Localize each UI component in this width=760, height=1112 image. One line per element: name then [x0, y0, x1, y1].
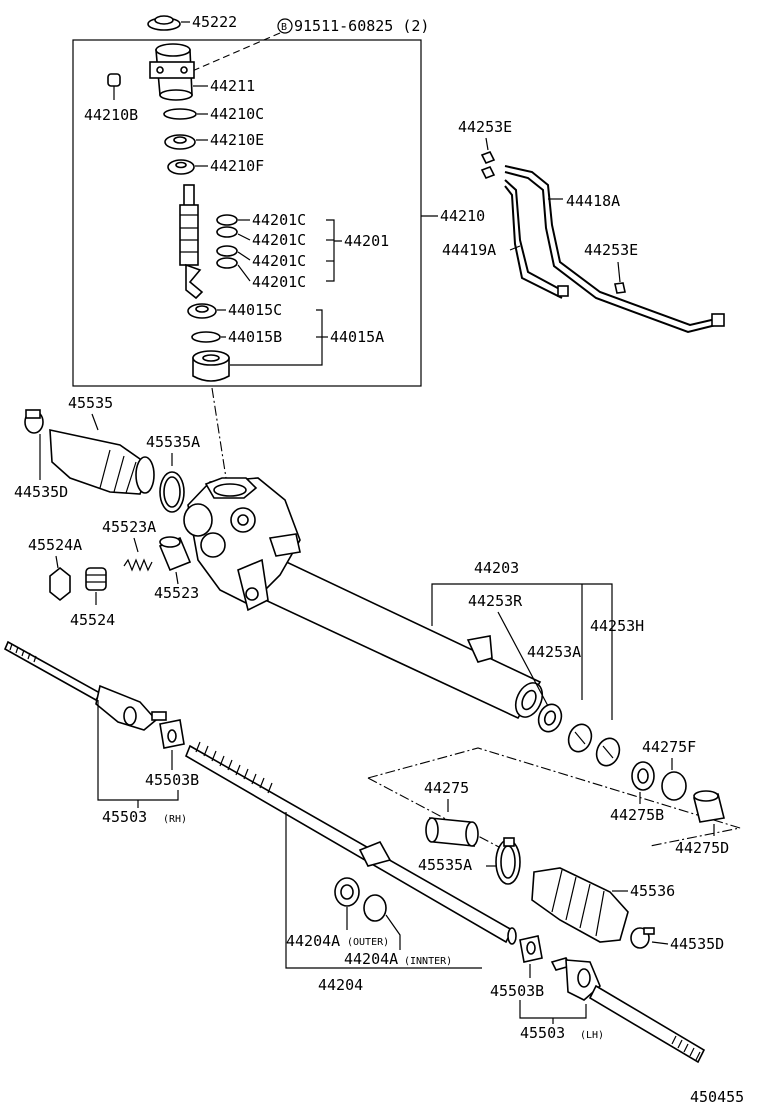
label-44201C-2: 44201C [252, 231, 306, 249]
boot-45535 [49, 428, 155, 495]
tie-rod-end-rh [3, 640, 167, 731]
label-45535: 45535 [68, 394, 113, 412]
label-44204A-outer: 44204A [286, 932, 340, 950]
oil-seal-44015C [187, 303, 217, 319]
seal-44275B [631, 761, 655, 791]
label-44210: 44210 [440, 207, 485, 225]
label-bolt-note: 91511-60825 (2) [294, 17, 429, 35]
label-44253H: 44253H [590, 617, 644, 635]
bearing-44210E [164, 134, 196, 150]
label-outer-note: (OUTER) [347, 937, 389, 948]
boot-45536 [531, 867, 629, 943]
steering-rack-44204 [185, 741, 517, 945]
clamp-44253E-lower [614, 282, 626, 294]
label-45503B-1: 45503B [145, 771, 199, 789]
label-44419A: 44419A [442, 241, 496, 259]
label-inner-note: (INNTER) [404, 956, 452, 967]
adjuster-45524 [85, 567, 107, 591]
label-44201C-4: 44201C [252, 273, 306, 291]
spring-45523A [123, 558, 153, 572]
label-44204: 44204 [318, 976, 363, 994]
label-44210F: 44210F [210, 157, 264, 175]
label-44201C-1: 44201C [252, 211, 306, 229]
label-45536: 45536 [630, 882, 675, 900]
label-44204A-inner: 44204A [344, 950, 398, 968]
label-45523A: 45523A [102, 518, 156, 536]
label-44201: 44201 [344, 232, 389, 250]
valve-assembly-frame [72, 39, 422, 387]
label-44015B: 44015B [228, 328, 282, 346]
seal-44253R [537, 703, 563, 733]
label-45535A-2: 45535A [418, 856, 472, 874]
bearing-cap-44015A [192, 350, 230, 382]
tube-fitting-right [711, 313, 725, 327]
label-lh-note: (LH) [580, 1030, 604, 1041]
dust-cap-45222 [147, 15, 181, 31]
rack-guide-45523 [158, 536, 192, 572]
label-rh-note: (RH) [163, 814, 187, 825]
tube-fitting-lower [557, 285, 569, 297]
rack-housing-44203 [216, 538, 544, 720]
label-44015A: 44015A [330, 328, 384, 346]
plug-44210B [107, 73, 121, 100]
label-45222: 45222 [192, 13, 237, 31]
oring-44015B [191, 331, 221, 343]
seal-44275F [661, 771, 687, 801]
label-44418A: 44418A [566, 192, 620, 210]
control-valve-shaft [179, 184, 204, 300]
clamp-45535A-right [495, 837, 521, 885]
label-45524A: 45524A [28, 536, 82, 554]
label-44253R: 44253R [468, 592, 523, 610]
gear-housing [183, 477, 301, 612]
label-44275D: 44275D [675, 839, 729, 857]
label-44203: 44203 [474, 559, 519, 577]
oring-44210C [163, 108, 197, 120]
locknut-45524A [49, 566, 71, 602]
label-44201C-3: 44201C [252, 252, 306, 270]
bushing-44204A-outer [334, 877, 360, 907]
bushing-44204A-inner [363, 894, 387, 922]
rack-bushing-group-frame [367, 747, 741, 847]
label-44275: 44275 [424, 779, 469, 797]
label-44210E: 44210E [210, 131, 264, 149]
figure-id: 450455 [690, 1088, 744, 1106]
seal-44253A [567, 723, 593, 753]
rack-bushing-44275 [425, 817, 479, 847]
seal-44253H [595, 737, 621, 767]
clamp-44535D-right [630, 927, 655, 949]
label-44211: 44211 [210, 77, 255, 95]
label-44253A: 44253A [527, 643, 581, 661]
label-44535D-1: 44535D [14, 483, 68, 501]
label-44253E-1: 44253E [458, 118, 512, 136]
label-45524: 45524 [70, 611, 115, 629]
label-44015C: 44015C [228, 301, 282, 319]
label-45503B-2: 45503B [490, 982, 544, 1000]
tie-rod-end-lh [550, 957, 706, 1064]
bolt-symbol-circle [277, 18, 293, 34]
label-45523: 45523 [154, 584, 199, 602]
label-45503-rh: 45503 [102, 808, 147, 826]
label-44210C: 44210C [210, 105, 264, 123]
label-44210B: 44210B [84, 106, 138, 124]
label-44253E-2: 44253E [584, 241, 638, 259]
pressure-tube-44418A [504, 165, 721, 334]
valve-housing-44211 [149, 43, 195, 101]
label-44535D-2: 44535D [670, 935, 724, 953]
label-bolt-symbol: B [281, 22, 287, 33]
clamp-44253E-upper [480, 150, 496, 180]
label-45503-lh: 45503 [520, 1024, 565, 1042]
stopper-44275D [693, 790, 725, 823]
seal-44210F [167, 159, 195, 175]
seal-ring-set-44201C [216, 214, 238, 269]
claw-washer-45503B-lh [519, 935, 543, 963]
label-44275B: 44275B [610, 806, 664, 824]
pressure-tube-44419A [504, 179, 566, 299]
label-44275F: 44275F [642, 738, 696, 756]
label-45535A-1: 45535A [146, 433, 200, 451]
clamp-44535D-left [24, 409, 44, 434]
clamp-45535A-left [159, 471, 185, 513]
